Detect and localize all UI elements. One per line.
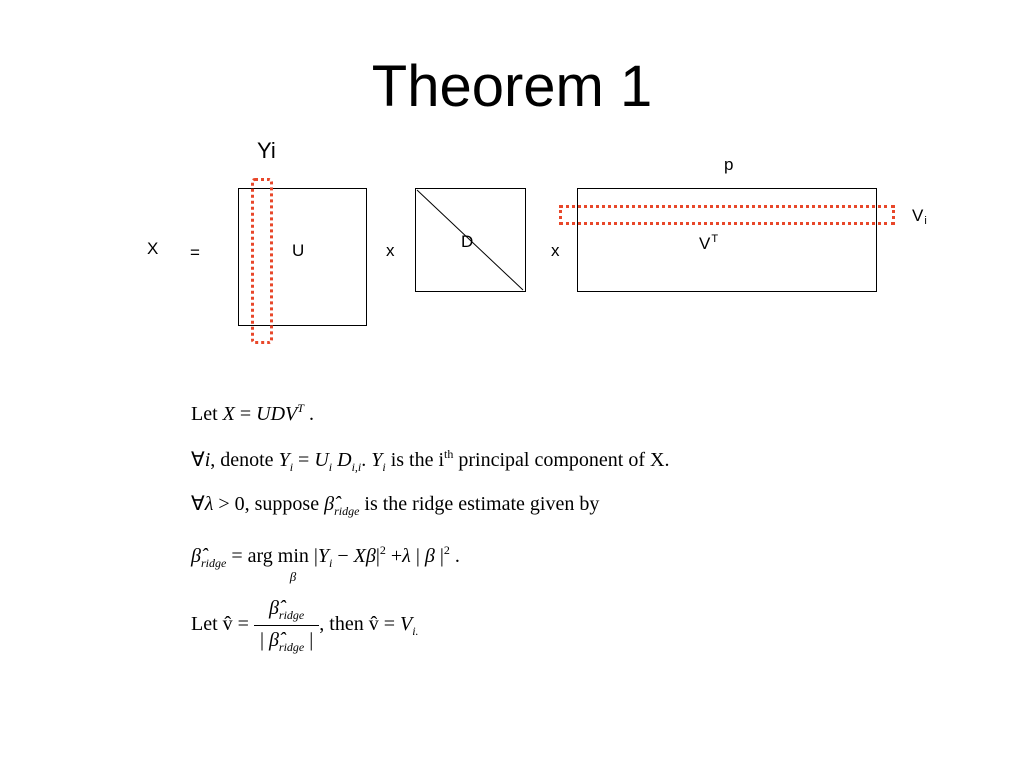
times-sign-1: x — [386, 241, 395, 260]
x-label: X — [147, 239, 159, 258]
formula-line-1: Let X = UDVT . — [191, 401, 314, 425]
formula-line-2: ∀i, denote Yi = Ui Di,i. Yi is the ith p… — [191, 447, 670, 474]
slide-title: Theorem 1 — [371, 54, 653, 119]
vhat-fraction: β̂ridge | β̂ridge | — [253, 598, 320, 653]
p-label: p — [724, 155, 734, 174]
u-label: U — [292, 241, 305, 260]
vi-row-highlight — [559, 205, 895, 225]
yi-label: Yi — [257, 138, 276, 163]
vt-label: VT — [699, 233, 719, 253]
equals-sign: = — [190, 243, 200, 262]
d-diagonal-line — [416, 189, 524, 291]
formula-line-3: ∀λ > 0, suppose β̂ridge is the ridge est… — [191, 493, 600, 518]
d-matrix-box — [415, 188, 526, 292]
d-label: D — [461, 232, 474, 251]
yi-column-highlight — [251, 178, 273, 344]
times-sign-2: x — [551, 241, 560, 260]
vt-matrix-box — [577, 188, 877, 292]
u-matrix-box — [238, 188, 367, 326]
vi-label: Vi — [912, 206, 927, 227]
formula-line-5: Let v̂ = β̂ridge | β̂ridge | , then v̂ =… — [191, 597, 419, 654]
